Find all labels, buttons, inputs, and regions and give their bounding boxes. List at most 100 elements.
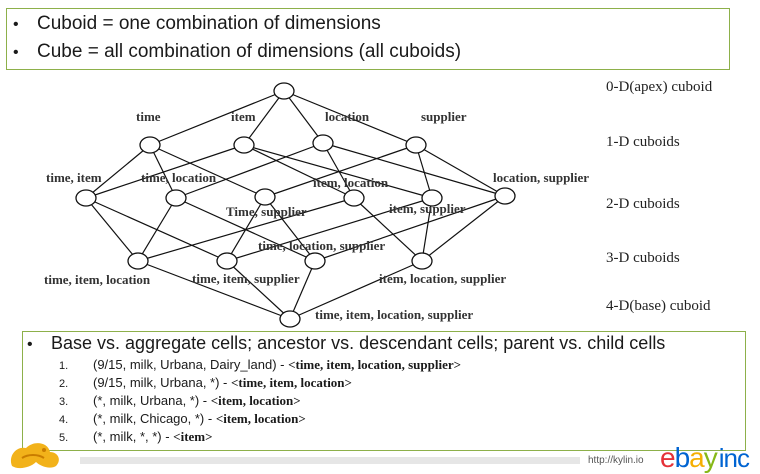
lattice-nodes — [75, 82, 516, 328]
edge-item_location-item_location_supplier — [353, 197, 423, 262]
label-time-location: time, location — [141, 170, 217, 185]
edge-time_location-time_item_location — [137, 197, 177, 262]
cell-tuple: (9/15, milk, Urbana, *) - — [93, 375, 231, 390]
node-time_location — [165, 189, 187, 207]
edge-apex-time — [149, 90, 285, 146]
node-time_item_location — [127, 252, 149, 270]
edge-apex-item — [243, 90, 285, 146]
edge-location_supplier-time_location_supplier — [314, 195, 506, 262]
edge-item_supplier-time_item_supplier — [226, 197, 433, 262]
edge-location_supplier-item_location_supplier — [421, 195, 506, 262]
cell-tuple: (*, milk, *, *) - — [93, 429, 174, 444]
label-time-item-location: time, item, location — [44, 272, 151, 287]
edge-apex-supplier — [283, 90, 417, 146]
label-time-supplier: Time, supplier — [226, 204, 307, 219]
edge-time_item_supplier-all — [226, 260, 291, 320]
lattice-edges — [85, 90, 506, 320]
item-number: 4. — [59, 414, 69, 426]
edge-supplier-item_supplier — [415, 144, 433, 199]
label-supplier: supplier — [421, 109, 467, 124]
bullet-icon: • — [13, 44, 19, 61]
item-number: 1. — [59, 360, 69, 372]
cuboid-ref: <time, item, location> — [231, 375, 352, 390]
edge-time_item_location-all — [137, 260, 291, 320]
node-time_supplier — [254, 188, 276, 206]
cuboid-ref: <item> — [173, 429, 213, 444]
logo-letter: e — [660, 442, 676, 473]
bullet-text: Cube = all combination of dimensions (al… — [37, 41, 462, 62]
node-time_location_supplier — [304, 252, 326, 270]
label-item-location-supplier: item, location, supplier — [379, 271, 506, 286]
node-supplier — [405, 136, 427, 154]
node-item — [233, 136, 255, 154]
node-all — [279, 310, 301, 328]
cuboid-ref: <item, location> — [210, 393, 301, 408]
edge-location-item_location — [322, 142, 355, 199]
node-item_location — [343, 189, 365, 207]
cells-box: • Base vs. aggregate cells; ancestor vs. … — [22, 331, 746, 451]
label-time-item-supplier: time, item, supplier — [192, 271, 300, 286]
label-item-location: item, location — [313, 175, 389, 190]
edge-item-item_location — [243, 144, 355, 199]
edge-time_item-time_item_location — [85, 197, 139, 262]
level-1d: 1-D cuboids — [606, 134, 680, 150]
edge-time_supplier-time_item_supplier — [226, 196, 266, 262]
edge-apex-location — [283, 90, 324, 144]
item-number: 3. — [59, 396, 69, 408]
node-apex — [273, 82, 295, 100]
list-item: 2. (9/15, milk, Urbana, *) - <time, item,… — [59, 375, 352, 391]
bullet-text: Cuboid = one combination of dimensions — [37, 13, 381, 34]
edge-item_location_supplier-all — [289, 260, 423, 320]
cell-tuple: (*, milk, Chicago, *) - — [93, 411, 216, 426]
node-location — [312, 134, 334, 152]
item-number: 2. — [59, 378, 69, 390]
item-number: 5. — [59, 432, 69, 444]
label-all-dims: time, item, location, supplier — [315, 307, 473, 322]
cuboid-definition-box: •Cuboid = one combination of dimensions … — [6, 8, 730, 70]
bullet-icon: • — [27, 336, 33, 353]
edge-item-time_item — [85, 144, 245, 199]
node-time — [139, 136, 161, 154]
list-item: 4. (*, milk, Chicago, *) - <item, locatio… — [59, 411, 306, 427]
edge-location-location_supplier — [322, 142, 506, 197]
node-time_item_supplier — [216, 252, 238, 270]
edge-item_supplier-item_location_supplier — [421, 197, 433, 262]
cell-tuple: (9/15, milk, Urbana, Dairy_land) - — [93, 357, 289, 372]
logo-inc: inc — [718, 443, 750, 473]
edge-supplier-time_supplier — [264, 144, 417, 198]
edge-time_location_supplier-all — [289, 260, 316, 320]
level-3d: 3-D cuboids — [606, 250, 680, 266]
edge-supplier-location_supplier — [415, 144, 506, 197]
node-item_location_supplier — [411, 252, 433, 270]
edge-time_supplier-time_location_supplier — [264, 196, 316, 262]
level-apex: 0-D(apex) cuboid — [606, 79, 713, 95]
label-item-supplier: item, supplier — [389, 201, 466, 216]
level-2d: 2-D cuboids — [606, 196, 680, 212]
logo-letter: y — [703, 442, 718, 473]
level-base: 4-D(base) cuboid — [606, 298, 711, 314]
node-item_supplier — [421, 189, 443, 207]
footer-url: http://kylin.io — [588, 455, 644, 466]
label-location: location — [325, 109, 370, 124]
label-time: time — [136, 109, 161, 124]
kylin-logo-icon — [10, 443, 59, 469]
cuboid-ref: <item, location> — [215, 411, 306, 426]
label-time-location-supplier: time, location, supplier — [258, 238, 385, 253]
list-item: 3. (*, milk, Urbana, *) - <item, location… — [59, 393, 301, 409]
node-time_item — [75, 189, 97, 207]
list-item: 1. (9/15, milk, Urbana, Dairy_land) - <ti… — [59, 357, 461, 373]
cell-tuple: (*, milk, Urbana, *) - — [93, 393, 211, 408]
bullet-cuboid-def: • Cuboid = one combination of dimensions — [13, 13, 381, 35]
label-time-item: time, item — [46, 170, 102, 185]
edge-time-time_supplier — [149, 144, 266, 198]
node-location_supplier — [494, 187, 516, 205]
logo-letter: a — [689, 442, 705, 473]
cells-heading: • Base vs. aggregate cells; ancestor vs. … — [27, 333, 665, 354]
edge-location-time_location — [175, 142, 324, 199]
footer-bar — [80, 457, 580, 464]
cuboid-ref: <time, item, location, supplier> — [288, 357, 462, 372]
bullet-icon: • — [13, 16, 19, 33]
edge-time-time_location — [149, 144, 177, 199]
cells-heading-text: Base vs. aggregate cells; ancestor vs. d… — [51, 333, 666, 353]
